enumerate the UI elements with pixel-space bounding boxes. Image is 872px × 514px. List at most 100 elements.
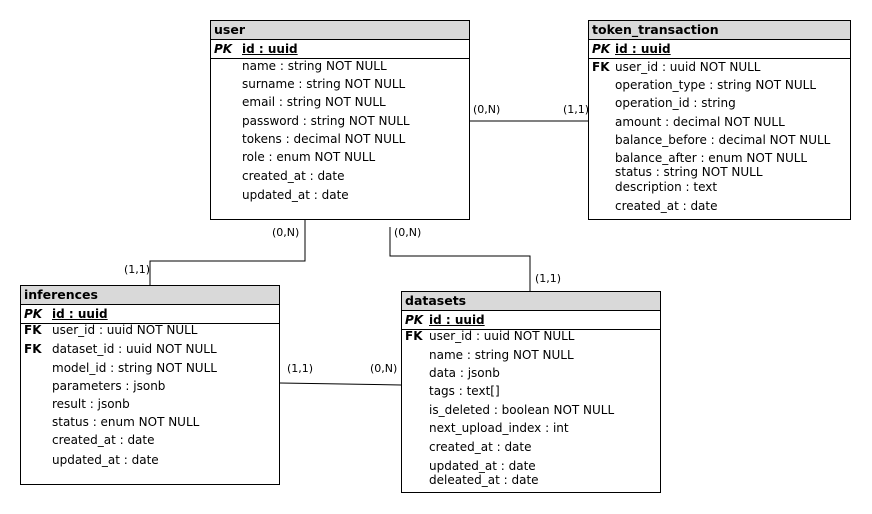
field-row: result : jsonb bbox=[21, 396, 279, 413]
key-marker: FK bbox=[405, 329, 423, 343]
field-row: surname : string NOT NULL bbox=[211, 76, 469, 93]
field-row: amount : decimal NOT NULL bbox=[589, 114, 850, 131]
pk-field: id : uuid bbox=[52, 307, 108, 321]
field-row: FK user_id : uuid NOT NULL bbox=[402, 328, 660, 345]
field-text: surname : string NOT NULL bbox=[242, 77, 406, 91]
field-row: operation_id : string bbox=[589, 95, 850, 112]
label-inferences-datasets-inferences-side: (1,1) bbox=[287, 362, 314, 375]
field-text: updated_at : date bbox=[242, 188, 349, 202]
field-text: password : string NOT NULL bbox=[242, 114, 410, 128]
pk-marker: PK bbox=[592, 42, 611, 56]
field-row: FK user_id : uuid NOT NULL bbox=[21, 322, 279, 339]
label-user-token-transaction-user-side: (0,N) bbox=[473, 103, 501, 116]
field-row: status : enum NOT NULL bbox=[21, 414, 279, 431]
entity-user[interactable]: user PK id : uuid name : string NOT NULL… bbox=[210, 20, 470, 220]
field-text: name : string NOT NULL bbox=[429, 348, 574, 362]
field-text: result : jsonb bbox=[52, 397, 130, 411]
label-user-datasets-user-side: (0,N) bbox=[394, 226, 422, 239]
field-text: updated_at : date bbox=[429, 459, 536, 473]
field-text: model_id : string NOT NULL bbox=[52, 361, 217, 375]
field-row: updated_at : date bbox=[21, 452, 279, 469]
entity-inferences[interactable]: inferences PK id : uuid FK user_id : uuid… bbox=[20, 285, 280, 485]
primary-key-row: PK id : uuid bbox=[589, 40, 850, 59]
field-text: created_at : date bbox=[242, 169, 345, 183]
line-inferences-datasets[interactable] bbox=[279, 382, 402, 386]
field-text: created_at : date bbox=[429, 440, 532, 454]
pk-field: id : uuid bbox=[429, 313, 485, 327]
field-text: parameters : jsonb bbox=[52, 379, 166, 393]
pk-field: id : uuid bbox=[615, 42, 671, 56]
field-text: tags : text[] bbox=[429, 384, 500, 398]
key-marker: FK bbox=[24, 323, 42, 337]
field-row: description : text bbox=[589, 179, 850, 196]
field-row: parameters : jsonb bbox=[21, 378, 279, 395]
field-text: operation_type : string NOT NULL bbox=[615, 78, 817, 92]
field-row: created_at : date bbox=[402, 439, 660, 456]
label-user-token-transaction-tx-side: (1,1) bbox=[563, 103, 590, 116]
field-text: role : enum NOT NULL bbox=[242, 150, 376, 164]
label-user-datasets-datasets-side: (1,1) bbox=[535, 272, 562, 285]
field-row: balance_before : decimal NOT NULL bbox=[589, 132, 850, 149]
field-row: role : enum NOT NULL bbox=[211, 149, 469, 166]
field-text: is_deleted : boolean NOT NULL bbox=[429, 403, 615, 417]
field-text: amount : decimal NOT NULL bbox=[615, 115, 785, 129]
field-row: deleated_at : date bbox=[402, 472, 660, 489]
entity-title: user bbox=[211, 21, 469, 40]
field-row: created_at : date bbox=[589, 198, 850, 215]
field-text: operation_id : string bbox=[615, 96, 736, 110]
field-text: deleated_at : date bbox=[429, 473, 539, 487]
field-text: email : string NOT NULL bbox=[242, 95, 386, 109]
field-row: created_at : date bbox=[21, 432, 279, 449]
label-user-inferences-user-side: (0,N) bbox=[272, 226, 300, 239]
entity-title: token_transaction bbox=[589, 21, 850, 40]
field-row: operation_type : string NOT NULL bbox=[589, 77, 850, 94]
field-text: tokens : decimal NOT NULL bbox=[242, 132, 406, 146]
field-text: updated_at : date bbox=[52, 453, 159, 467]
field-text: created_at : date bbox=[615, 199, 718, 213]
field-text: status : string NOT NULL bbox=[615, 165, 763, 179]
field-row: model_id : string NOT NULL bbox=[21, 360, 279, 377]
field-row: email : string NOT NULL bbox=[211, 94, 469, 111]
field-row: password : string NOT NULL bbox=[211, 113, 469, 130]
field-row: created_at : date bbox=[211, 168, 469, 185]
pk-field: id : uuid bbox=[242, 42, 298, 56]
entity-title: datasets bbox=[402, 292, 660, 311]
field-row: status : string NOT NULL bbox=[589, 164, 850, 181]
field-row: is_deleted : boolean NOT NULL bbox=[402, 402, 660, 419]
field-text: status : enum NOT NULL bbox=[52, 415, 200, 429]
field-text: user_id : uuid NOT NULL bbox=[429, 329, 575, 343]
entity-datasets[interactable]: datasets PK id : uuid FK user_id : uuid N… bbox=[401, 291, 661, 493]
field-row: next_upload_index : int bbox=[402, 420, 660, 437]
primary-key-row: PK id : uuid bbox=[21, 305, 279, 324]
field-row: tokens : decimal NOT NULL bbox=[211, 131, 469, 148]
key-marker: FK bbox=[592, 60, 610, 74]
line-user-inferences[interactable] bbox=[149, 220, 306, 285]
primary-key-row: PK id : uuid bbox=[402, 311, 660, 330]
field-row: name : string NOT NULL bbox=[402, 347, 660, 364]
field-row: balance_after : enum NOT NULL bbox=[589, 150, 850, 167]
field-row: data : jsonb bbox=[402, 365, 660, 382]
field-text: description : text bbox=[615, 180, 718, 194]
field-text: balance_before : decimal NOT NULL bbox=[615, 133, 831, 147]
line-user-datasets[interactable] bbox=[389, 227, 531, 291]
key-marker: FK bbox=[24, 342, 42, 356]
primary-key-row: PK id : uuid bbox=[211, 40, 469, 59]
pk-marker: PK bbox=[405, 313, 424, 327]
field-row: tags : text[] bbox=[402, 383, 660, 400]
field-row: updated_at : date bbox=[211, 187, 469, 204]
field-text: dataset_id : uuid NOT NULL bbox=[52, 342, 217, 356]
field-row: FK dataset_id : uuid NOT NULL bbox=[21, 341, 279, 358]
field-row: name : string NOT NULL bbox=[211, 58, 469, 75]
field-text: name : string NOT NULL bbox=[242, 59, 387, 73]
entity-title: inferences bbox=[21, 286, 279, 305]
field-text: created_at : date bbox=[52, 433, 155, 447]
field-text: balance_after : enum NOT NULL bbox=[615, 151, 808, 165]
label-user-inferences-inferences-side: (1,1) bbox=[124, 263, 151, 276]
field-text: user_id : uuid NOT NULL bbox=[52, 323, 198, 337]
field-text: data : jsonb bbox=[429, 366, 500, 380]
pk-marker: PK bbox=[214, 42, 233, 56]
